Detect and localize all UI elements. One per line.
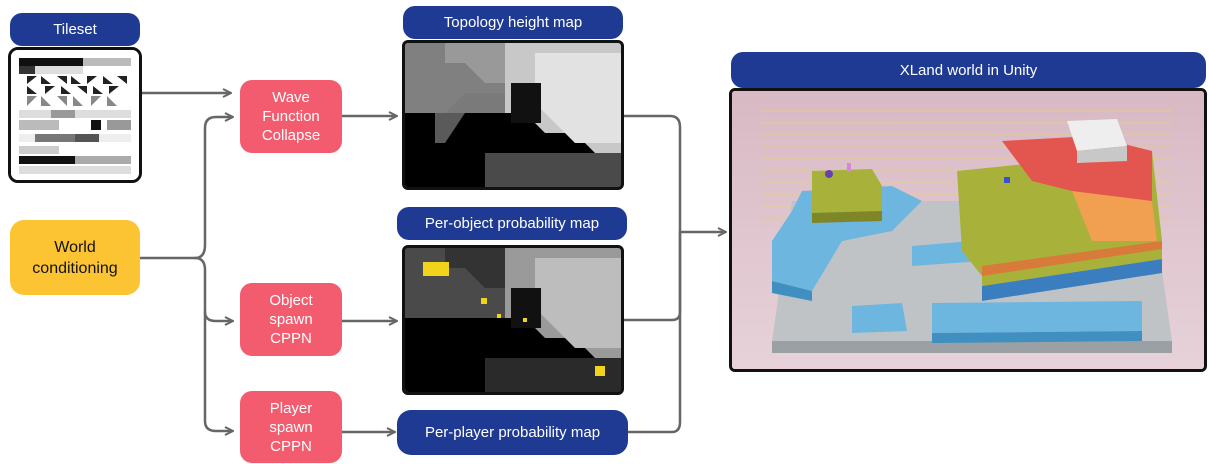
object-line1: Object — [269, 292, 313, 309]
wfc-line2: Function — [262, 108, 320, 125]
tileset-title: Tileset — [10, 13, 140, 46]
tileset-image — [8, 47, 142, 183]
wfc-line3: Collapse — [261, 127, 321, 144]
arrow-perplayer-to-merge — [626, 230, 682, 434]
player-line3: CPPN — [270, 437, 312, 455]
per-object-probability-map — [402, 245, 624, 395]
xland-title-text: XLand world in Unity — [899, 61, 1038, 79]
topology-title: Topology height map — [403, 6, 623, 39]
topology-height-map — [402, 40, 624, 190]
arrow-topology-to-merge — [622, 114, 682, 234]
per-object-map-graphic — [405, 248, 621, 392]
tileset-title-text: Tileset — [53, 21, 97, 38]
player-spawn-cppn-node: Player spawn CPPN — [240, 391, 342, 463]
wfc-line1: Wave — [272, 89, 310, 106]
topology-title-text: Topology height map — [443, 14, 583, 31]
object-line3: CPPN — [270, 330, 312, 347]
object-spawn-cppn-node: Object spawn CPPN — [240, 283, 342, 356]
arrow-world-to-player — [203, 310, 232, 431]
arrow-world-to-wfc — [193, 117, 232, 260]
object-line2: spawn — [269, 311, 313, 328]
world-line2: conditioning — [32, 259, 118, 277]
xland-world-render — [729, 88, 1207, 372]
per-object-title-text: Per-object probability map — [424, 215, 600, 232]
topology-map-graphic — [405, 43, 621, 187]
per-player-title-text: Per-player probability map — [424, 424, 601, 441]
per-object-title: Per-object probability map — [397, 207, 627, 240]
wave-function-collapse-node: Wave Function Collapse — [240, 80, 342, 153]
tileset-pattern — [11, 50, 139, 180]
world-conditioning-node: World conditioning — [10, 220, 140, 295]
arrow-perobject-to-merge — [622, 230, 682, 322]
xland-scene-graphic — [732, 91, 1204, 369]
player-line1: Player — [269, 399, 313, 417]
arrow-world-to-object — [193, 256, 232, 321]
world-line1: World — [54, 238, 96, 256]
player-line2: spawn — [269, 418, 313, 436]
xland-title: XLand world in Unity — [731, 52, 1206, 88]
per-player-title: Per-player probability map — [397, 410, 628, 455]
